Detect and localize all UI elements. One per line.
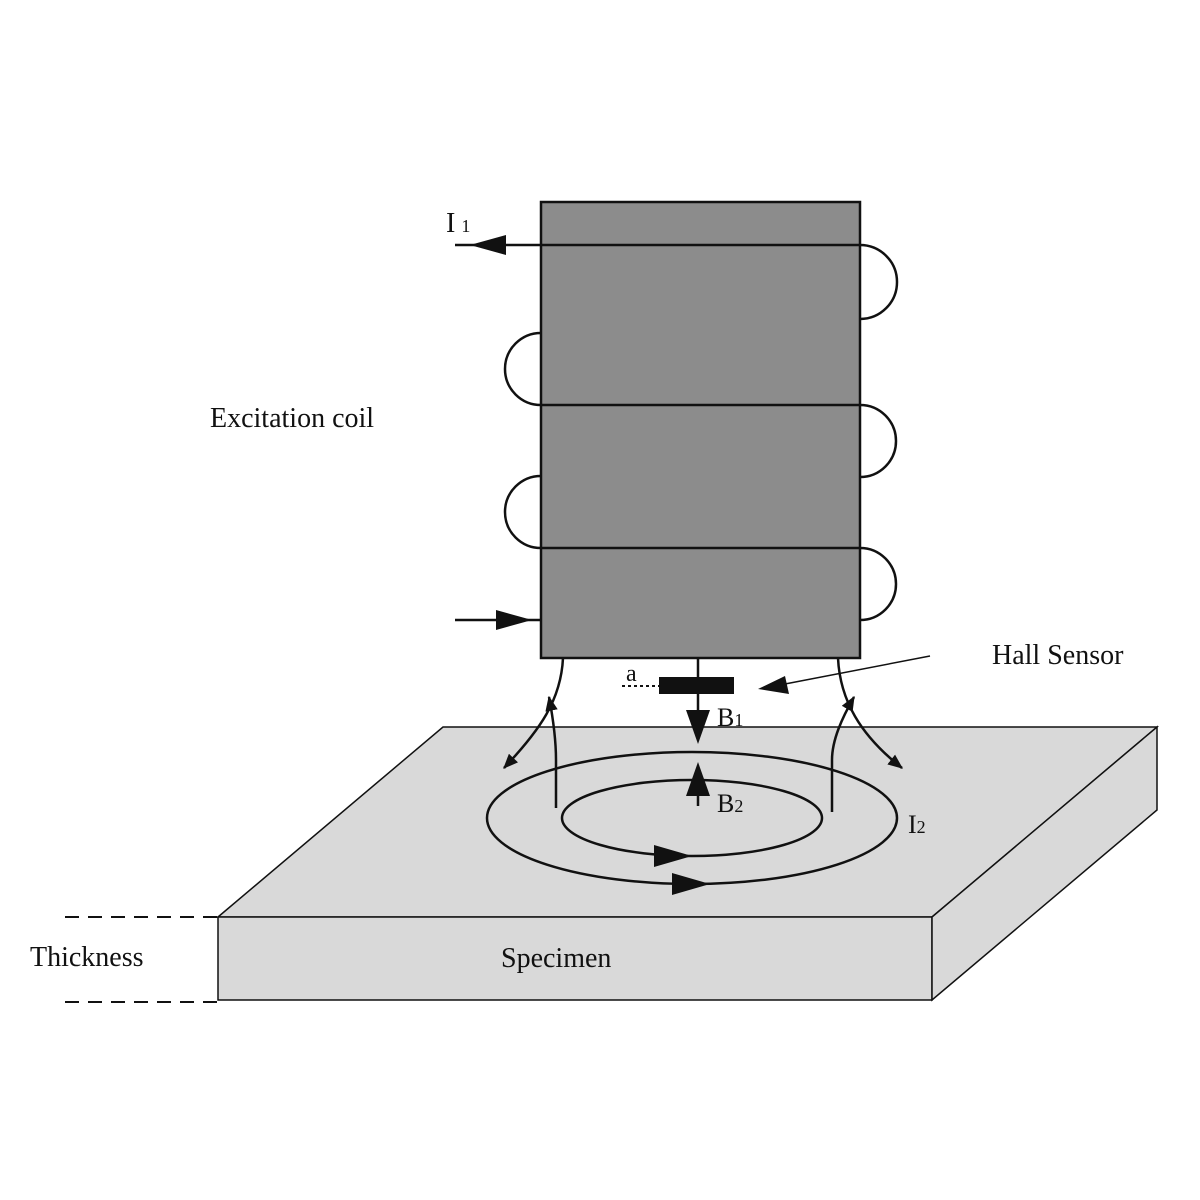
field-line-right-down [836, 657, 903, 769]
coil-loop-right-3 [859, 546, 898, 622]
specimen-side-face [931, 725, 1158, 1002]
b2-arrow-icon [686, 762, 710, 796]
field-line-left-up [545, 695, 558, 808]
specimen-block [215, 725, 1160, 1002]
b1-arrow-icon [686, 710, 710, 744]
current-in-arrow-icon [496, 610, 532, 630]
coil-loop-right-2 [859, 403, 898, 479]
hall-sensor-pointer-line [784, 655, 931, 685]
eddy-inner-arrow-icon [654, 845, 692, 867]
excitation-coil-label: Excitation coil [210, 403, 374, 434]
hall-sensor-label: Hall Sensor [992, 640, 1124, 671]
hall-sensor-element [659, 677, 734, 694]
thickness-label: Thickness [30, 942, 144, 973]
lift-off-a-label: a [626, 661, 637, 687]
coil-loop-left-1 [503, 331, 542, 407]
i2-label: I2 [908, 810, 926, 839]
hall-sensor-pointer-arrow-icon [758, 676, 789, 694]
coil-loop-right-1 [859, 243, 899, 321]
specimen-label: Specimen [501, 943, 611, 974]
field-line-left-down [503, 657, 565, 769]
eddy-outer-arrow-icon [672, 873, 710, 895]
coil-loop-left-2 [503, 474, 542, 550]
field-line-right-up [830, 695, 856, 812]
b2-label: B2 [717, 789, 743, 818]
b1-label: B1 [717, 703, 743, 732]
excitation-coil-core [539, 200, 862, 660]
coil-winding-loops [503, 243, 899, 622]
current-out-arrow-icon [470, 235, 506, 255]
